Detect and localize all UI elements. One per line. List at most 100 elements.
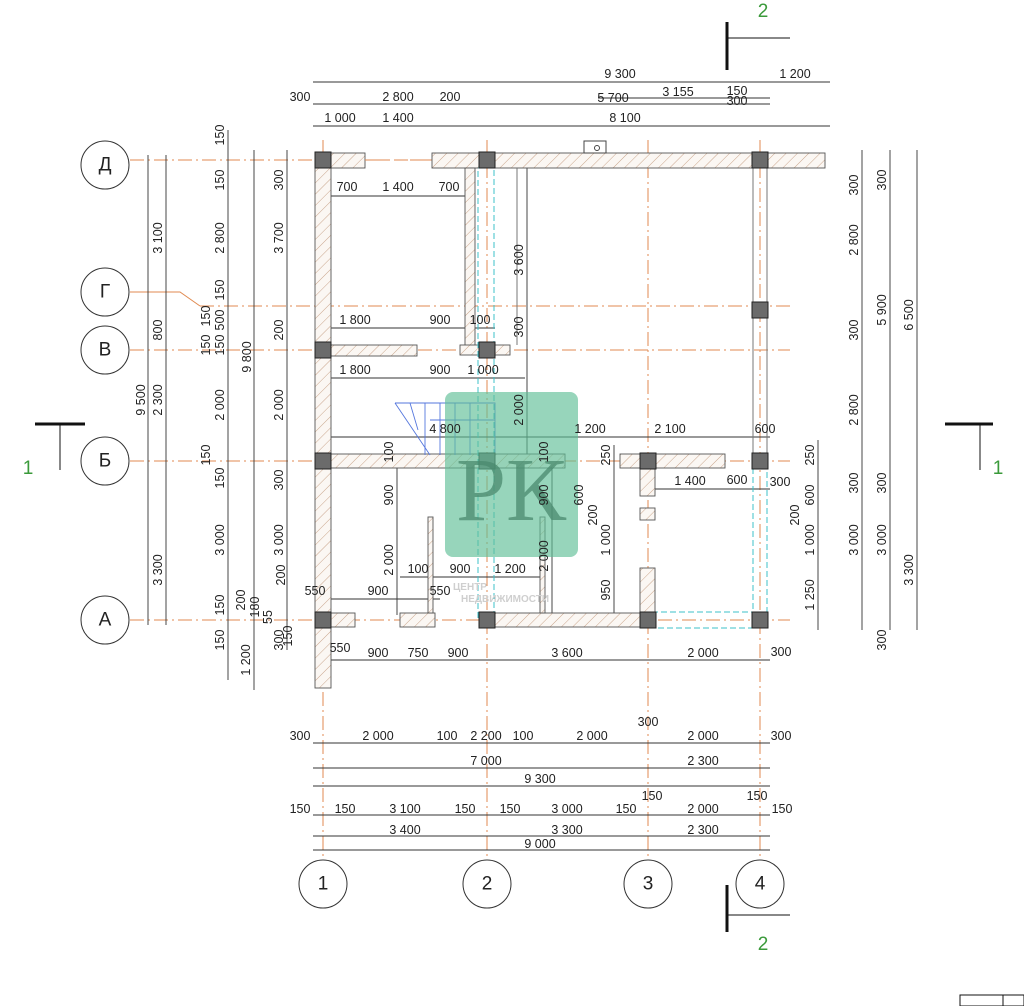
dimension-label-inner-h: 900 <box>448 646 469 660</box>
dimension-label-top: 150 <box>727 84 748 98</box>
dimension-label-right: 1 250 <box>803 579 817 610</box>
dimension-label-bottom: 150 <box>747 789 768 803</box>
dimension-label-bottom: 300 <box>771 729 792 743</box>
dimension-label-inner-h: 2 100 <box>654 422 685 436</box>
axis-label-col: 3 <box>643 874 654 895</box>
dimension-label-left: 150 <box>213 630 227 651</box>
dimension-label-bottom: 100 <box>513 729 534 743</box>
section-marks <box>35 22 1024 1006</box>
dimension-label-inner-h: 700 <box>337 180 358 194</box>
dimension-label-left: 150 <box>281 626 295 647</box>
dimension-label-top: 300 <box>727 94 748 108</box>
dimension-label-left: 2 300 <box>151 384 165 415</box>
dimension-label-right: 3 000 <box>847 524 861 555</box>
dimension-label-left: 3 000 <box>272 524 286 555</box>
dimension-label-bottom: 7 000 <box>470 754 501 768</box>
dimension-label-right: 2 800 <box>847 394 861 425</box>
watermark-logo: РК ЦЕНТР НЕДВИЖИМОСТИ <box>445 392 578 605</box>
axis-label-row: В <box>99 340 112 361</box>
dimension-label-left: 3 000 <box>213 524 227 555</box>
axis-label-row: Б <box>99 451 111 472</box>
dimension-label-inner-h: 700 <box>439 180 460 194</box>
dimension-label-inner-h: 900 <box>368 584 389 598</box>
dimension-label-right: 250 <box>803 445 817 466</box>
dimension-label-bottom: 150 <box>290 802 311 816</box>
dimension-label-top: 1 200 <box>779 67 810 81</box>
dimension-label-top: 8 100 <box>609 111 640 125</box>
dimension-label-left: 150 <box>199 445 213 466</box>
dimension-label-left: 150 <box>213 335 227 356</box>
dimension-label-right: 5 900 <box>875 294 889 325</box>
dimension-label-left: 150 <box>213 468 227 489</box>
section-label-top: 2 <box>758 1 769 22</box>
dimension-label-inner-h: 900 <box>430 363 451 377</box>
dimension-label-inner-v: 100 <box>537 442 551 463</box>
dimension-label-bottom: 3 400 <box>389 823 420 837</box>
dimension-label-left: 1 200 <box>239 644 253 675</box>
axis-bubbles <box>80 140 785 909</box>
dimension-label-bottom: 300 <box>638 715 659 729</box>
dimension-label-left: 3 100 <box>151 222 165 253</box>
dimension-label-top: 200 <box>440 90 461 104</box>
watermark-line2: НЕДВИЖИМОСТИ <box>461 594 549 605</box>
dimension-label-inner-h: 2 000 <box>687 646 718 660</box>
dimension-label-inner-v: 200 <box>586 505 600 526</box>
dimension-label-inner-h: 550 <box>430 584 451 598</box>
dimension-label-left: 800 <box>151 320 165 341</box>
dimension-label-top: 9 300 <box>604 67 635 81</box>
dimension-label-right: 300 <box>847 320 861 341</box>
axis-label-row: А <box>99 610 112 631</box>
dimension-label-left: 300 <box>272 170 286 191</box>
dimension-label-inner-v: 300 <box>512 317 526 338</box>
dimension-label-right: 300 <box>875 473 889 494</box>
dimension-label-top: 2 800 <box>382 90 413 104</box>
dimension-label-inner-v: 900 <box>537 485 551 506</box>
dimension-label-left: 2 800 <box>213 222 227 253</box>
dimension-label-left: 200 <box>274 565 288 586</box>
section-label-right: 1 <box>993 458 1004 479</box>
dimension-label-left: 500 <box>213 310 227 331</box>
dimension-label-bottom: 150 <box>616 802 637 816</box>
dimension-label-bottom: 9 300 <box>524 772 555 786</box>
dimension-label-inner-v: 1 000 <box>599 524 613 555</box>
dimension-label-inner-h: 550 <box>330 641 351 655</box>
dimension-label-inner-h: 100 <box>408 562 429 576</box>
dimension-label-left: 180 <box>248 597 262 618</box>
dimension-label-right: 600 <box>803 485 817 506</box>
dimension-label-right: 1 000 <box>803 524 817 555</box>
dimension-label-inner-v: 2 000 <box>537 540 551 571</box>
dimension-label-inner-h: 1 400 <box>382 180 413 194</box>
dimension-label-bottom: 100 <box>437 729 458 743</box>
dimension-label-inner-h: 750 <box>408 646 429 660</box>
dimension-label-bottom: 150 <box>772 802 793 816</box>
dimension-label-left: 150 <box>213 125 227 146</box>
section-label-left: 1 <box>23 458 34 479</box>
dimension-label-left: 200 <box>272 320 286 341</box>
dimension-label-inner-h: 1 200 <box>574 422 605 436</box>
dimension-label-top: 1 400 <box>382 111 413 125</box>
dimension-label-left: 150 <box>213 170 227 191</box>
dimension-label-inner-v: 3 600 <box>512 244 526 275</box>
dimension-label-inner-h: 1 800 <box>339 363 370 377</box>
dimension-label-bottom: 2 000 <box>362 729 393 743</box>
dimension-label-inner-h: 900 <box>450 562 471 576</box>
dimension-label-right: 6 500 <box>902 299 916 330</box>
dimension-label-bottom: 2 000 <box>687 729 718 743</box>
dimension-label-inner-h: 550 <box>305 584 326 598</box>
dimension-label-left: 9 800 <box>240 341 254 372</box>
dimension-label-bottom: 2 300 <box>687 754 718 768</box>
dimension-label-left: 9 500 <box>134 384 148 415</box>
dimension-label-bottom: 150 <box>335 802 356 816</box>
dimension-label-inner-v: 900 <box>382 485 396 506</box>
dimension-label-top: 3 155 <box>662 85 693 99</box>
axis-label-col: 4 <box>755 874 766 895</box>
dimension-label-inner-h: 600 <box>755 422 776 436</box>
axis-label-row: Г <box>100 282 110 303</box>
watermark-logo-text: РК <box>456 441 567 540</box>
dimension-label-inner-v: 950 <box>599 580 613 601</box>
dimension-label-inner-v: 2 000 <box>382 544 396 575</box>
dimension-label-bottom: 150 <box>642 789 663 803</box>
dimension-label-left: 55 <box>261 610 275 624</box>
dimension-label-inner-v: 250 <box>599 445 613 466</box>
